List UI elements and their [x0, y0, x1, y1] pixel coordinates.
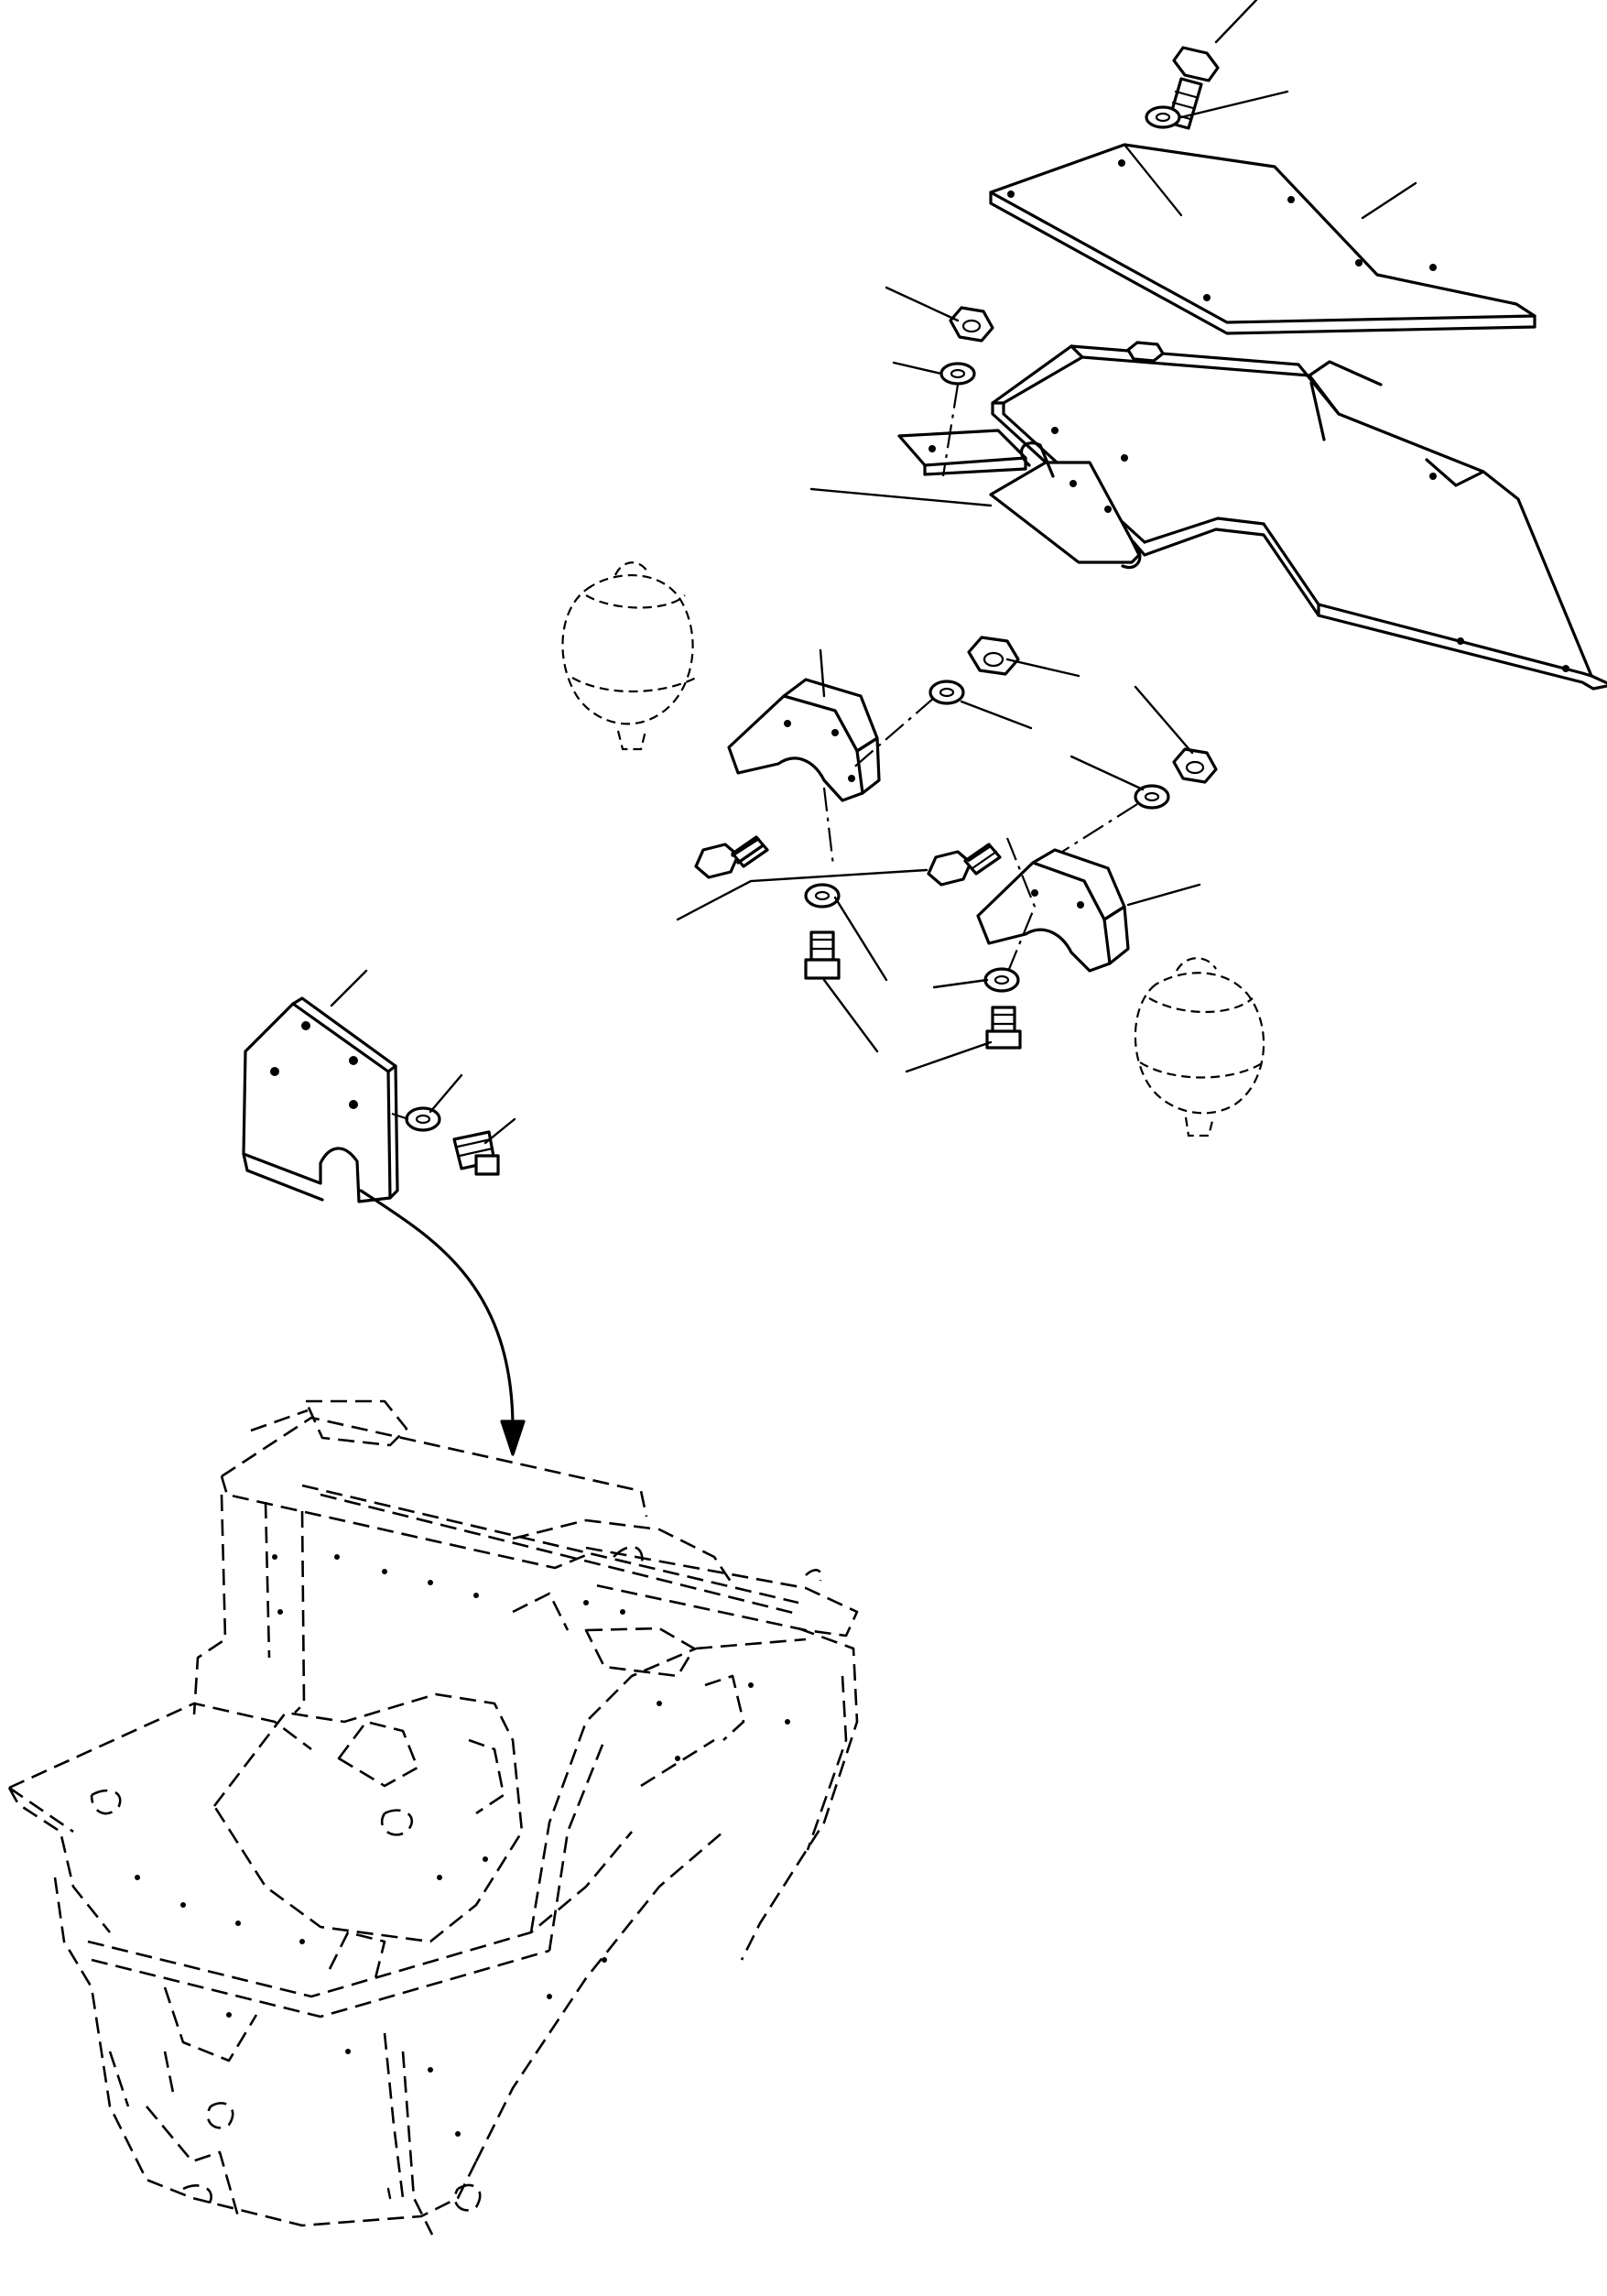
washer-center — [928, 680, 965, 705]
nut-left — [949, 306, 994, 343]
center-line-lower — [1004, 837, 1037, 979]
washer-left — [939, 362, 976, 386]
leader-lines — [330, 0, 1417, 2200]
center-line-bracket-right — [1061, 803, 1138, 853]
bolt-middle — [927, 843, 1002, 887]
center-line-bracket-left — [822, 697, 935, 866]
nut-right — [1172, 747, 1218, 784]
guard-bracket — [897, 341, 1607, 691]
nut-center — [967, 636, 1020, 676]
center-line-plate — [391, 1112, 409, 1121]
center-line-left — [941, 384, 960, 477]
bolt-lower — [804, 930, 841, 980]
bracket-left — [727, 678, 881, 802]
accumulator-left — [561, 561, 697, 751]
mount-plate — [242, 996, 399, 1203]
frame-assembly — [7, 1399, 859, 2236]
assembly-arrowhead — [500, 1420, 526, 1456]
washer-right — [1134, 784, 1170, 810]
washer-lower — [804, 883, 841, 909]
accumulator-right — [1134, 957, 1265, 1137]
washer-top — [1145, 105, 1181, 129]
assembly-arrow — [359, 1189, 515, 1431]
washer-lower-right — [983, 967, 1020, 993]
bolt-lower-right — [985, 1006, 1022, 1050]
washer-plate — [405, 1106, 441, 1132]
top-cover-plate — [989, 143, 1536, 335]
bolt-left — [694, 835, 769, 879]
bracket-right — [976, 848, 1130, 973]
bolt-plate — [452, 1130, 500, 1176]
frame-rivets — [135, 1554, 790, 2137]
